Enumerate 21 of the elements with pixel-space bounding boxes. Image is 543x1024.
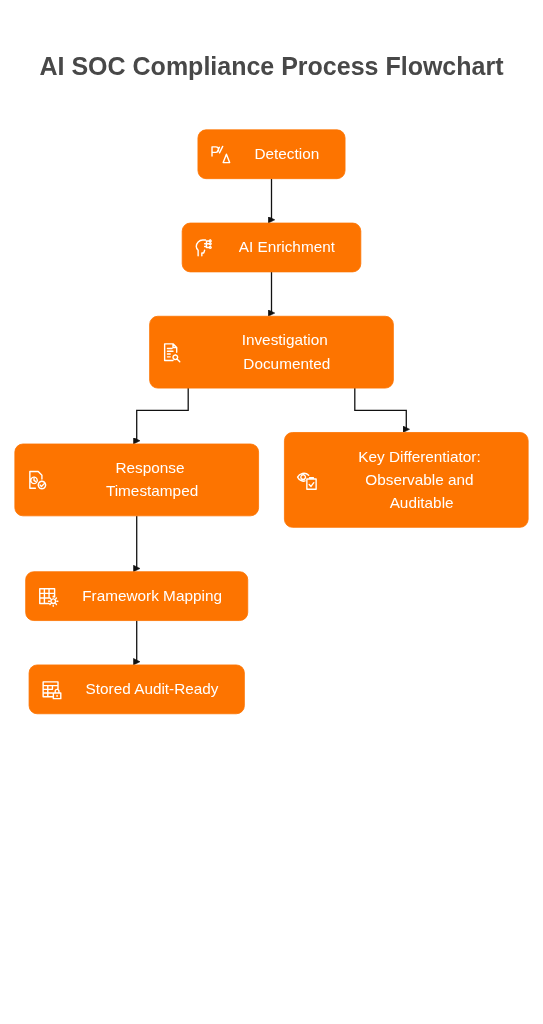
arrow — [133, 619, 141, 666]
arrow — [267, 271, 276, 317]
process-box — [284, 432, 529, 528]
node-label: Stored Audit-Ready — [85, 679, 219, 700]
arrow — [354, 387, 410, 433]
process-box — [28, 664, 245, 715]
arrow — [267, 178, 276, 224]
process-box — [14, 443, 259, 517]
node-label: Key Differentiator: Observable and Auditable — [357, 446, 482, 513]
process-box — [197, 129, 346, 180]
arrow — [133, 387, 189, 445]
arrow — [133, 515, 141, 573]
node-label: Response Timestamped — [104, 458, 200, 502]
node-label: Framework Mapping — [82, 586, 222, 606]
node-label: Detection — [254, 144, 320, 165]
node-label: Investigation Documented — [240, 330, 332, 374]
diagram-title: AI SOC Compliance Process Flowchart — [39, 52, 504, 81]
node-label: AI Enrichment — [238, 237, 335, 258]
process-box — [181, 222, 362, 273]
process-box — [149, 315, 394, 389]
process-box — [25, 571, 249, 621]
